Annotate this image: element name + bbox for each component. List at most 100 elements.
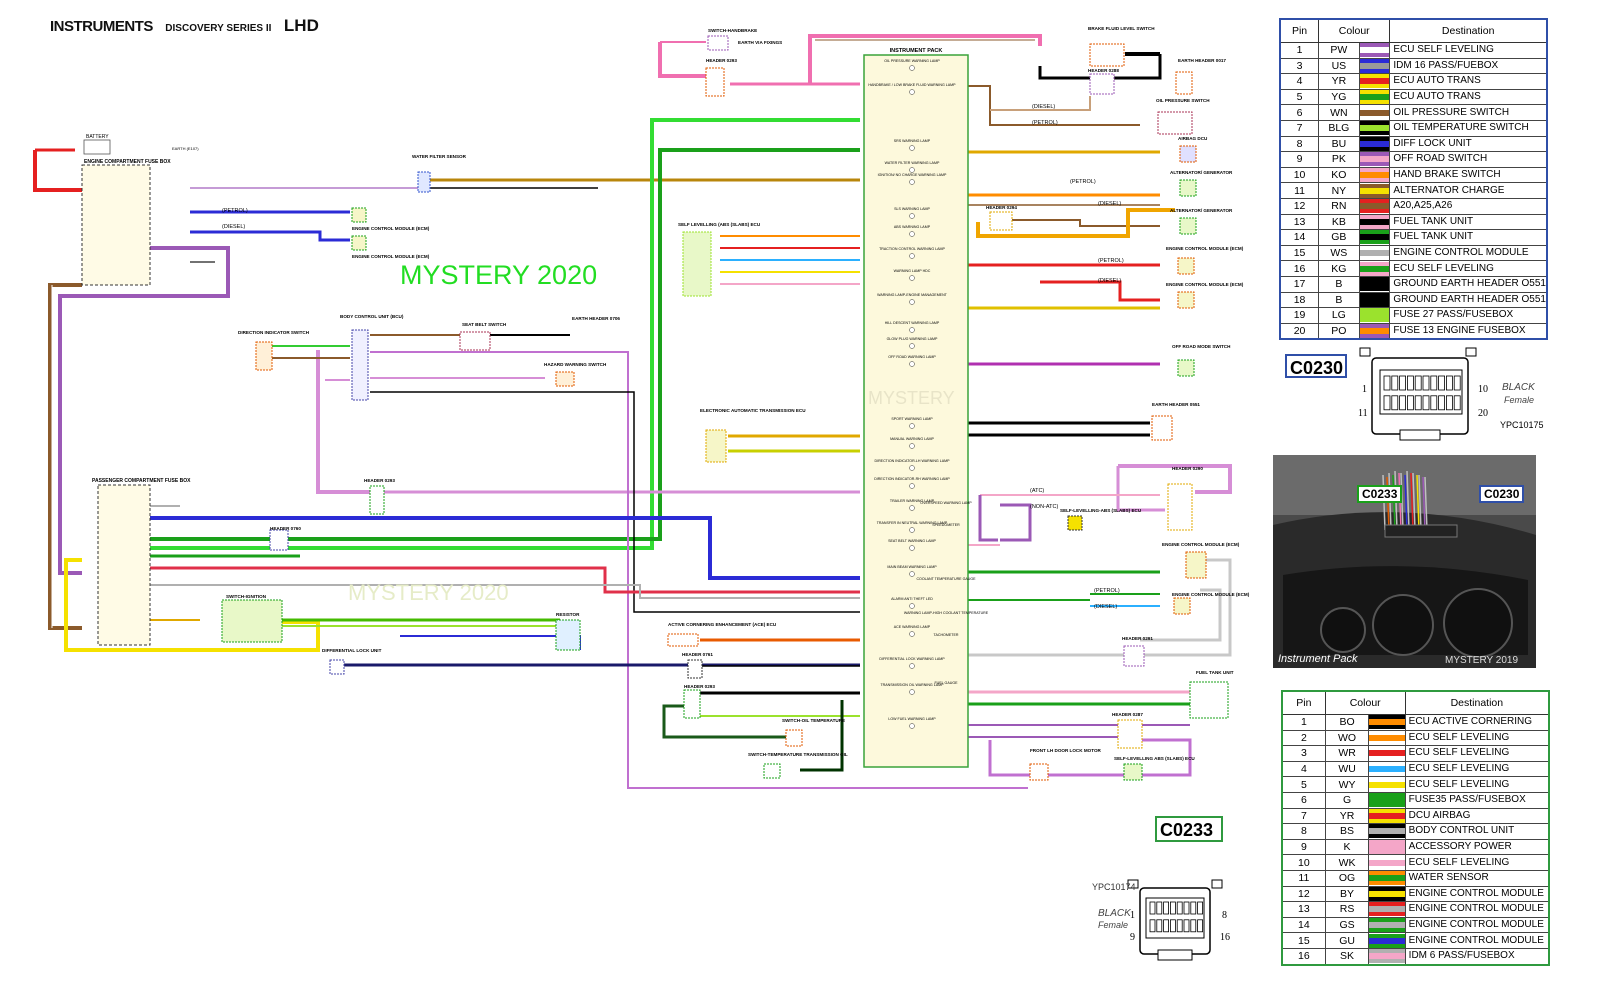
wire-colour-swatch (1359, 58, 1390, 73)
lamp-label: TRAILER WARNING LAMP (890, 499, 935, 503)
wire-colour-swatch (1359, 136, 1390, 151)
c0233-part: YPC10174 (1092, 882, 1136, 892)
lamp-label: TRACTION CONTROL WARNING LAMP (879, 247, 945, 251)
pin-number: 13 (1279, 213, 1320, 231)
colour-swatch (1358, 275, 1391, 293)
eat-ecu-label: ELECTRONIC AUTOMATIC TRANSMISSION ECU (700, 408, 806, 413)
alternator2-box (1179, 217, 1197, 235)
ace-ecu-box (667, 633, 699, 647)
wire-colour-swatch (1369, 886, 1405, 901)
header-0293b-box (369, 485, 385, 515)
annot-atc: (ATC) (1030, 488, 1044, 494)
lamp-label: IGNITION/ NO CHARGE WARNING LAMP (878, 173, 947, 177)
pin-number: 7 (1279, 119, 1320, 137)
pin-number: 8 (1279, 135, 1320, 153)
connector-pin (1149, 919, 1156, 933)
earth-0017-box (1175, 71, 1193, 95)
pin-number: 3 (1281, 745, 1326, 762)
wire-colour-swatch (1359, 214, 1390, 229)
annot-petrol-5: (PETROL) (1094, 588, 1120, 594)
watermark-faint-bottom: MYSTERY 2020 (348, 580, 509, 605)
lamp-label: SEAT BELT WARNING LAMP (888, 539, 936, 543)
passenger-fusebox-label: PASSENGER COMPARTMENT FUSE BOX (92, 478, 191, 484)
destination: IDM 16 PASS/FUEBOX (1389, 57, 1548, 75)
colour-code: RN (1318, 197, 1360, 215)
destination: ENGINE CONTROL MODULE (1404, 916, 1550, 934)
colour-swatch (1358, 260, 1391, 277)
brake-fluid-label: BRAKE FLUID LEVEL SWITCH (1088, 26, 1155, 31)
wire-colour-swatch (1369, 933, 1405, 948)
seat-belt-label: SEAT BELT SWITCH (462, 322, 507, 327)
alternator2-label: ALTERNATOR/ GENERATOR (1170, 208, 1233, 213)
colour-swatch (1358, 244, 1391, 262)
header-0287-box (1117, 719, 1143, 749)
lamp-label: SLS WARNING LAMP (894, 207, 930, 211)
colour-code: G (1324, 791, 1370, 809)
colour-swatch (1358, 307, 1391, 324)
photo-tag-c0230: C0230 (1479, 485, 1525, 503)
colour-code: OG (1324, 869, 1370, 887)
destination: GROUND EARTH HEADER O551 (1389, 275, 1548, 293)
lamp-symbol (909, 689, 915, 695)
hazard-label: HAZARD WARNING SWITCH (544, 362, 607, 367)
colour-code: K (1324, 838, 1370, 856)
eat-ecu-box (705, 429, 727, 463)
colour-swatch (1368, 745, 1406, 762)
table-header-destination: Destination (1389, 18, 1548, 43)
gauge-label: WARNING LAMP-HIGH COOLANT TEMPERATURE (904, 611, 989, 615)
colour-swatch (1358, 182, 1391, 199)
lamp-symbol (909, 423, 915, 429)
annot-non-atc: (NON-ATC) (1030, 504, 1058, 510)
destination: ECU SELF LEVELING (1404, 729, 1550, 747)
connector-pin (1163, 919, 1169, 933)
passenger-fusebox-box (97, 484, 151, 646)
destination: FUSE 27 PASS/FUSEBOX (1389, 307, 1548, 324)
ecm-right4-label: ENGINE CONTROL MODULE (ECM) (1172, 592, 1250, 597)
wire-colour-swatch (1369, 824, 1405, 839)
colour-swatch (1358, 291, 1391, 309)
lamp-label: TRANSFER IN NEUTRAL WARNING LAMP (877, 521, 948, 525)
header-0288-label: HEADER 0288 (1088, 68, 1119, 73)
battery-label: BATTERY (86, 134, 109, 140)
colour-code: WY (1324, 776, 1370, 793)
destination: WATER SENSOR (1404, 869, 1550, 887)
colour-code: WS (1318, 244, 1360, 262)
gauge-label: COOLANT TEMPERATURE GAUGE (916, 577, 976, 581)
lamp-symbol (909, 327, 915, 333)
ecm-right3-label: ENGINE CONTROL MODULE (ECM) (1162, 542, 1240, 547)
seat-belt-box (459, 331, 491, 351)
connector-pin (1183, 919, 1190, 933)
connector-pin (1430, 395, 1438, 411)
wire-colour-swatch (1359, 90, 1390, 105)
wire-colour-swatch (1369, 793, 1405, 808)
resistor-label: RESISTOR (556, 612, 580, 617)
pin-number: 15 (1279, 244, 1320, 262)
photo-tag-c0233: C0233 (1357, 485, 1403, 503)
colour-code: WK (1324, 854, 1370, 871)
lamp-label: HANDBRAKE / LOW BRAKE FLUID WARNING LAMP (868, 83, 956, 87)
switch-handbrake-box (707, 35, 729, 51)
connector-pin (1446, 375, 1453, 391)
lamp-label: WARNING LAMP-ENGINE MANAGEMENT (877, 293, 948, 297)
oil-pressure-label: OIL PRESSURE SWITCH (1156, 98, 1210, 103)
destination: FUEL TANK UNIT (1389, 213, 1548, 231)
earth-0017-label: EARTH HEADER 0017 (1178, 58, 1226, 63)
wires (33, 34, 1232, 789)
connector-pin (1446, 395, 1453, 411)
colour-code: YR (1324, 807, 1370, 825)
oil-temp-box (785, 729, 803, 747)
earth-e107-label: EARTH (E107) (172, 146, 199, 151)
header-0290-label: HEADER 0290 (1172, 466, 1203, 471)
lamp-symbol (909, 213, 915, 219)
pin-number: 4 (1279, 73, 1320, 90)
lamp-symbol (909, 343, 915, 349)
